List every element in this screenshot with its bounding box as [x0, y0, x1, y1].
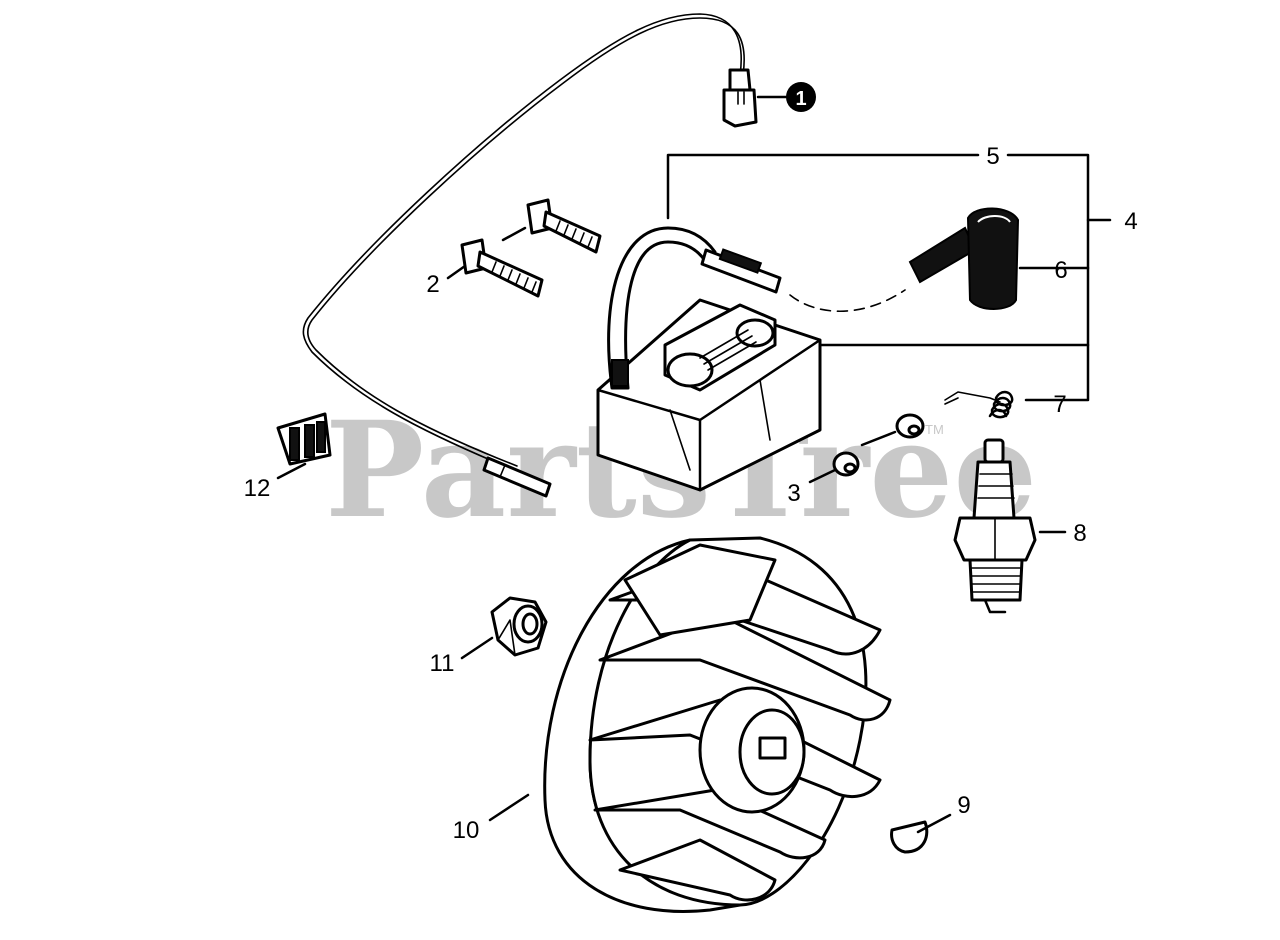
spring-part[interactable] [944, 390, 1014, 419]
flywheel-part[interactable] [543, 536, 892, 913]
callout-9[interactable]: 9 [957, 792, 970, 819]
callout-12[interactable]: 12 [244, 475, 271, 502]
grommet-part[interactable] [276, 412, 332, 466]
leader-lines [276, 95, 1067, 834]
nut-part[interactable] [490, 596, 548, 657]
bolt-part[interactable] [460, 198, 602, 298]
spacer-part[interactable] [832, 413, 925, 477]
callout-4[interactable]: 4 [1124, 208, 1137, 235]
stop-wire [302, 13, 745, 471]
callout-11[interactable]: 11 [430, 650, 455, 677]
wire-terminal-pin [482, 456, 552, 498]
callout-8[interactable]: 8 [1073, 520, 1086, 547]
callout-5[interactable]: 5 [986, 143, 999, 170]
callout-1[interactable]: 1 [786, 82, 816, 112]
connector-terminal-part[interactable] [722, 68, 758, 128]
callout-1-marker [786, 82, 816, 112]
assembly-dashed-line [789, 289, 906, 313]
callout-6[interactable]: 6 [1054, 257, 1067, 284]
watermark-trademark: TM [925, 422, 944, 437]
assembly-bracket [666, 153, 1112, 402]
woodruff-key-part[interactable] [890, 820, 929, 854]
spark-plug-part[interactable] [953, 438, 1037, 614]
spark-plug-cap-part[interactable] [908, 207, 1020, 310]
callout-10[interactable]: 10 [453, 817, 480, 844]
ignition-coil-part[interactable] [596, 226, 822, 492]
callout-1-number: 1 [795, 88, 806, 110]
callout-3[interactable]: 3 [787, 480, 800, 507]
callout-7[interactable]: 7 [1053, 391, 1066, 418]
callout-2[interactable]: 2 [426, 271, 439, 298]
